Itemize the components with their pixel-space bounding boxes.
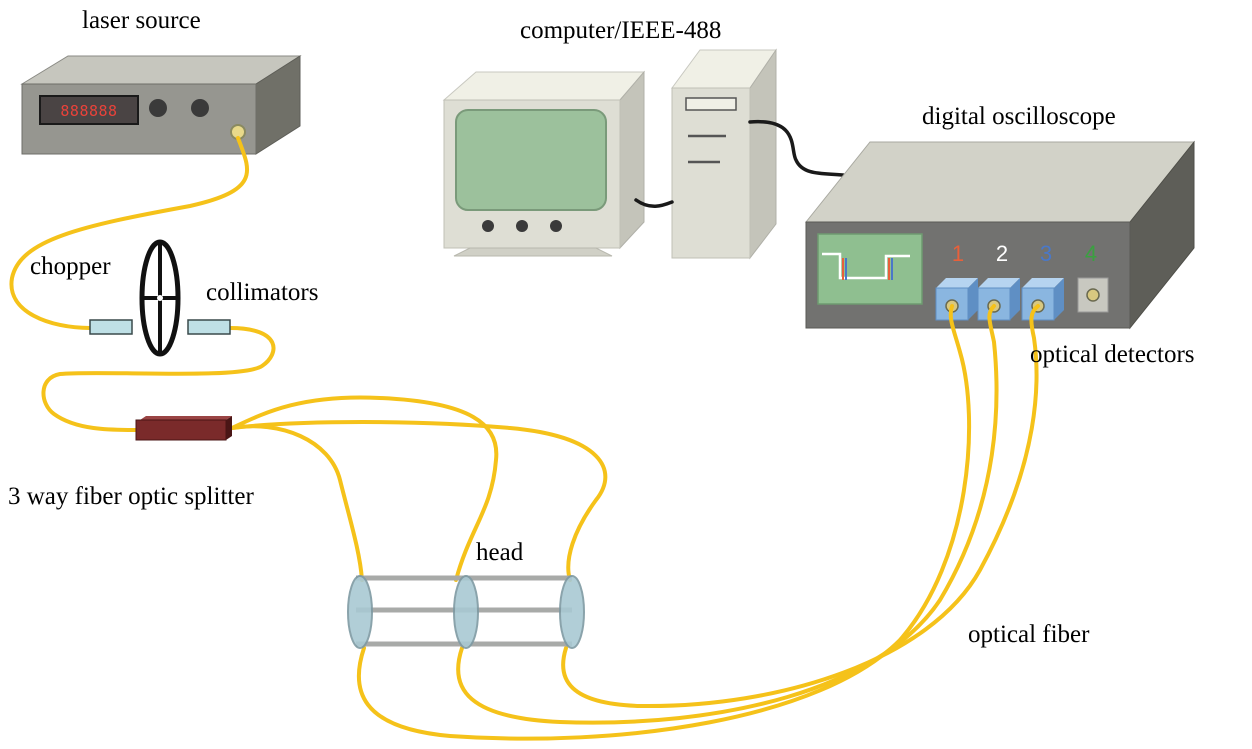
monitor [442,70,646,257]
optical-fibers [9,136,1040,741]
label-digital-oscilloscope: digital oscilloscope [922,103,1116,130]
monitor-button [516,220,528,232]
label-laser-source: laser source [82,7,201,34]
monitor-button [482,220,494,232]
drive-bay [685,97,737,111]
optical-detector-1 [935,278,978,321]
channel-1-label: 1 [952,241,964,266]
computer-tower [671,48,777,260]
digital-oscilloscope: 1 2 3 4 [804,140,1196,330]
fiber-collimator-to-splitter [41,326,276,432]
channel-2-label: 2 [996,241,1008,266]
monitor-cable [634,198,674,208]
label-collimators: collimators [206,279,318,306]
computer [442,48,852,260]
fiber-splitter-to-head-3 [230,420,608,582]
chopper [139,239,181,357]
optical-detector-3 [1021,278,1064,321]
fiber-head-to-detector-3 [561,304,1040,709]
fiber-splitter-to-head-1 [230,424,364,582]
monitor-button [550,220,562,232]
label-optical-fiber: optical fiber [968,621,1090,648]
label-head: head [476,539,524,566]
laser-knob-right [191,99,209,117]
channel-4-label: 4 [1085,241,1097,266]
fiber-head-to-detector-1 [356,304,972,741]
laser-display [39,95,139,125]
laser-source: 888888 [20,55,302,155]
label-splitter: 3 way fiber optic splitter [8,483,254,510]
oscilloscope-screen [817,233,923,305]
ieee-488-cable [748,120,852,178]
fiber-splitter-to-head-2 [230,395,499,582]
label-chopper: chopper [30,253,111,280]
collimator-right [187,319,231,335]
optical-detector-2 [977,278,1020,321]
laser-knob-left [149,99,167,117]
label-computer: computer/IEEE-488 [520,17,721,44]
fiber-head-to-detector-2 [456,304,999,725]
fiber-laser-to-collimator [9,136,249,330]
collimator-left [89,319,133,335]
fiber-optic-splitter [135,416,232,441]
laser-display-digits: 888888 [60,102,117,120]
label-optical-detectors: optical detectors [1030,341,1195,368]
measurement-head [347,575,585,649]
channel-4-port [1077,277,1109,313]
monitor-screen [455,109,607,211]
channel-3-label: 3 [1040,241,1052,266]
